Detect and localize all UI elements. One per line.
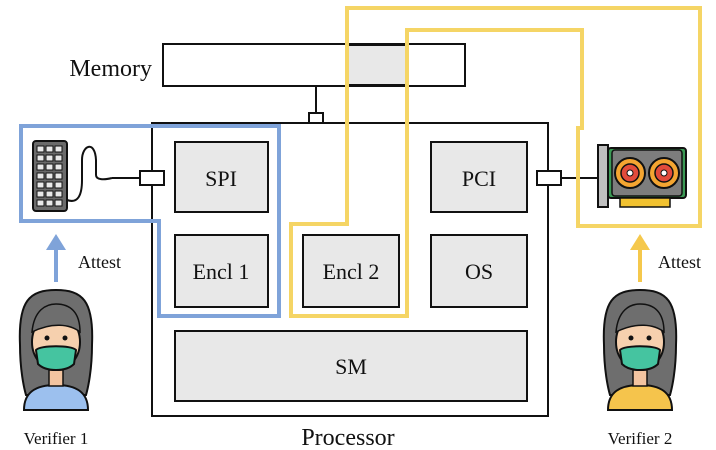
encl1-block: Encl 1 — [174, 234, 269, 308]
os-label: OS — [465, 259, 493, 284]
sm-block: SM — [174, 330, 528, 402]
memory-label: Memory — [69, 56, 152, 82]
memory-block — [162, 43, 466, 87]
memory-enclave-region — [347, 44, 409, 86]
encl1-label: Encl 1 — [193, 259, 250, 284]
os-block: OS — [430, 234, 528, 308]
pci-block: PCI — [430, 141, 528, 213]
attest-arrow-left — [46, 234, 66, 282]
spi-label: SPI — [205, 166, 237, 191]
verifier-2-icon — [602, 288, 678, 411]
verifier-1-label: Verifier 1 — [24, 429, 89, 448]
pci-label: PCI — [462, 166, 496, 191]
verifier-1-icon — [18, 288, 94, 411]
enclave1-boundary — [19, 124, 281, 318]
pci-port — [536, 170, 562, 186]
processor-label: Processor — [301, 425, 394, 450]
graphics-card-icon — [597, 144, 687, 208]
encl2-block: Encl 2 — [302, 234, 400, 308]
sm-label: SM — [335, 354, 367, 379]
attest-arrow-right — [630, 234, 650, 282]
verifier-2-label: Verifier 2 — [608, 429, 673, 448]
spi-port — [139, 170, 165, 186]
enclave2-boundary — [289, 6, 702, 318]
encl2-label: Encl 2 — [323, 259, 380, 284]
attest-label-left: Attest — [78, 252, 121, 272]
spi-block: SPI — [174, 141, 269, 213]
attest-label-right: Attest — [658, 252, 701, 272]
keypad-device-icon — [32, 140, 113, 212]
